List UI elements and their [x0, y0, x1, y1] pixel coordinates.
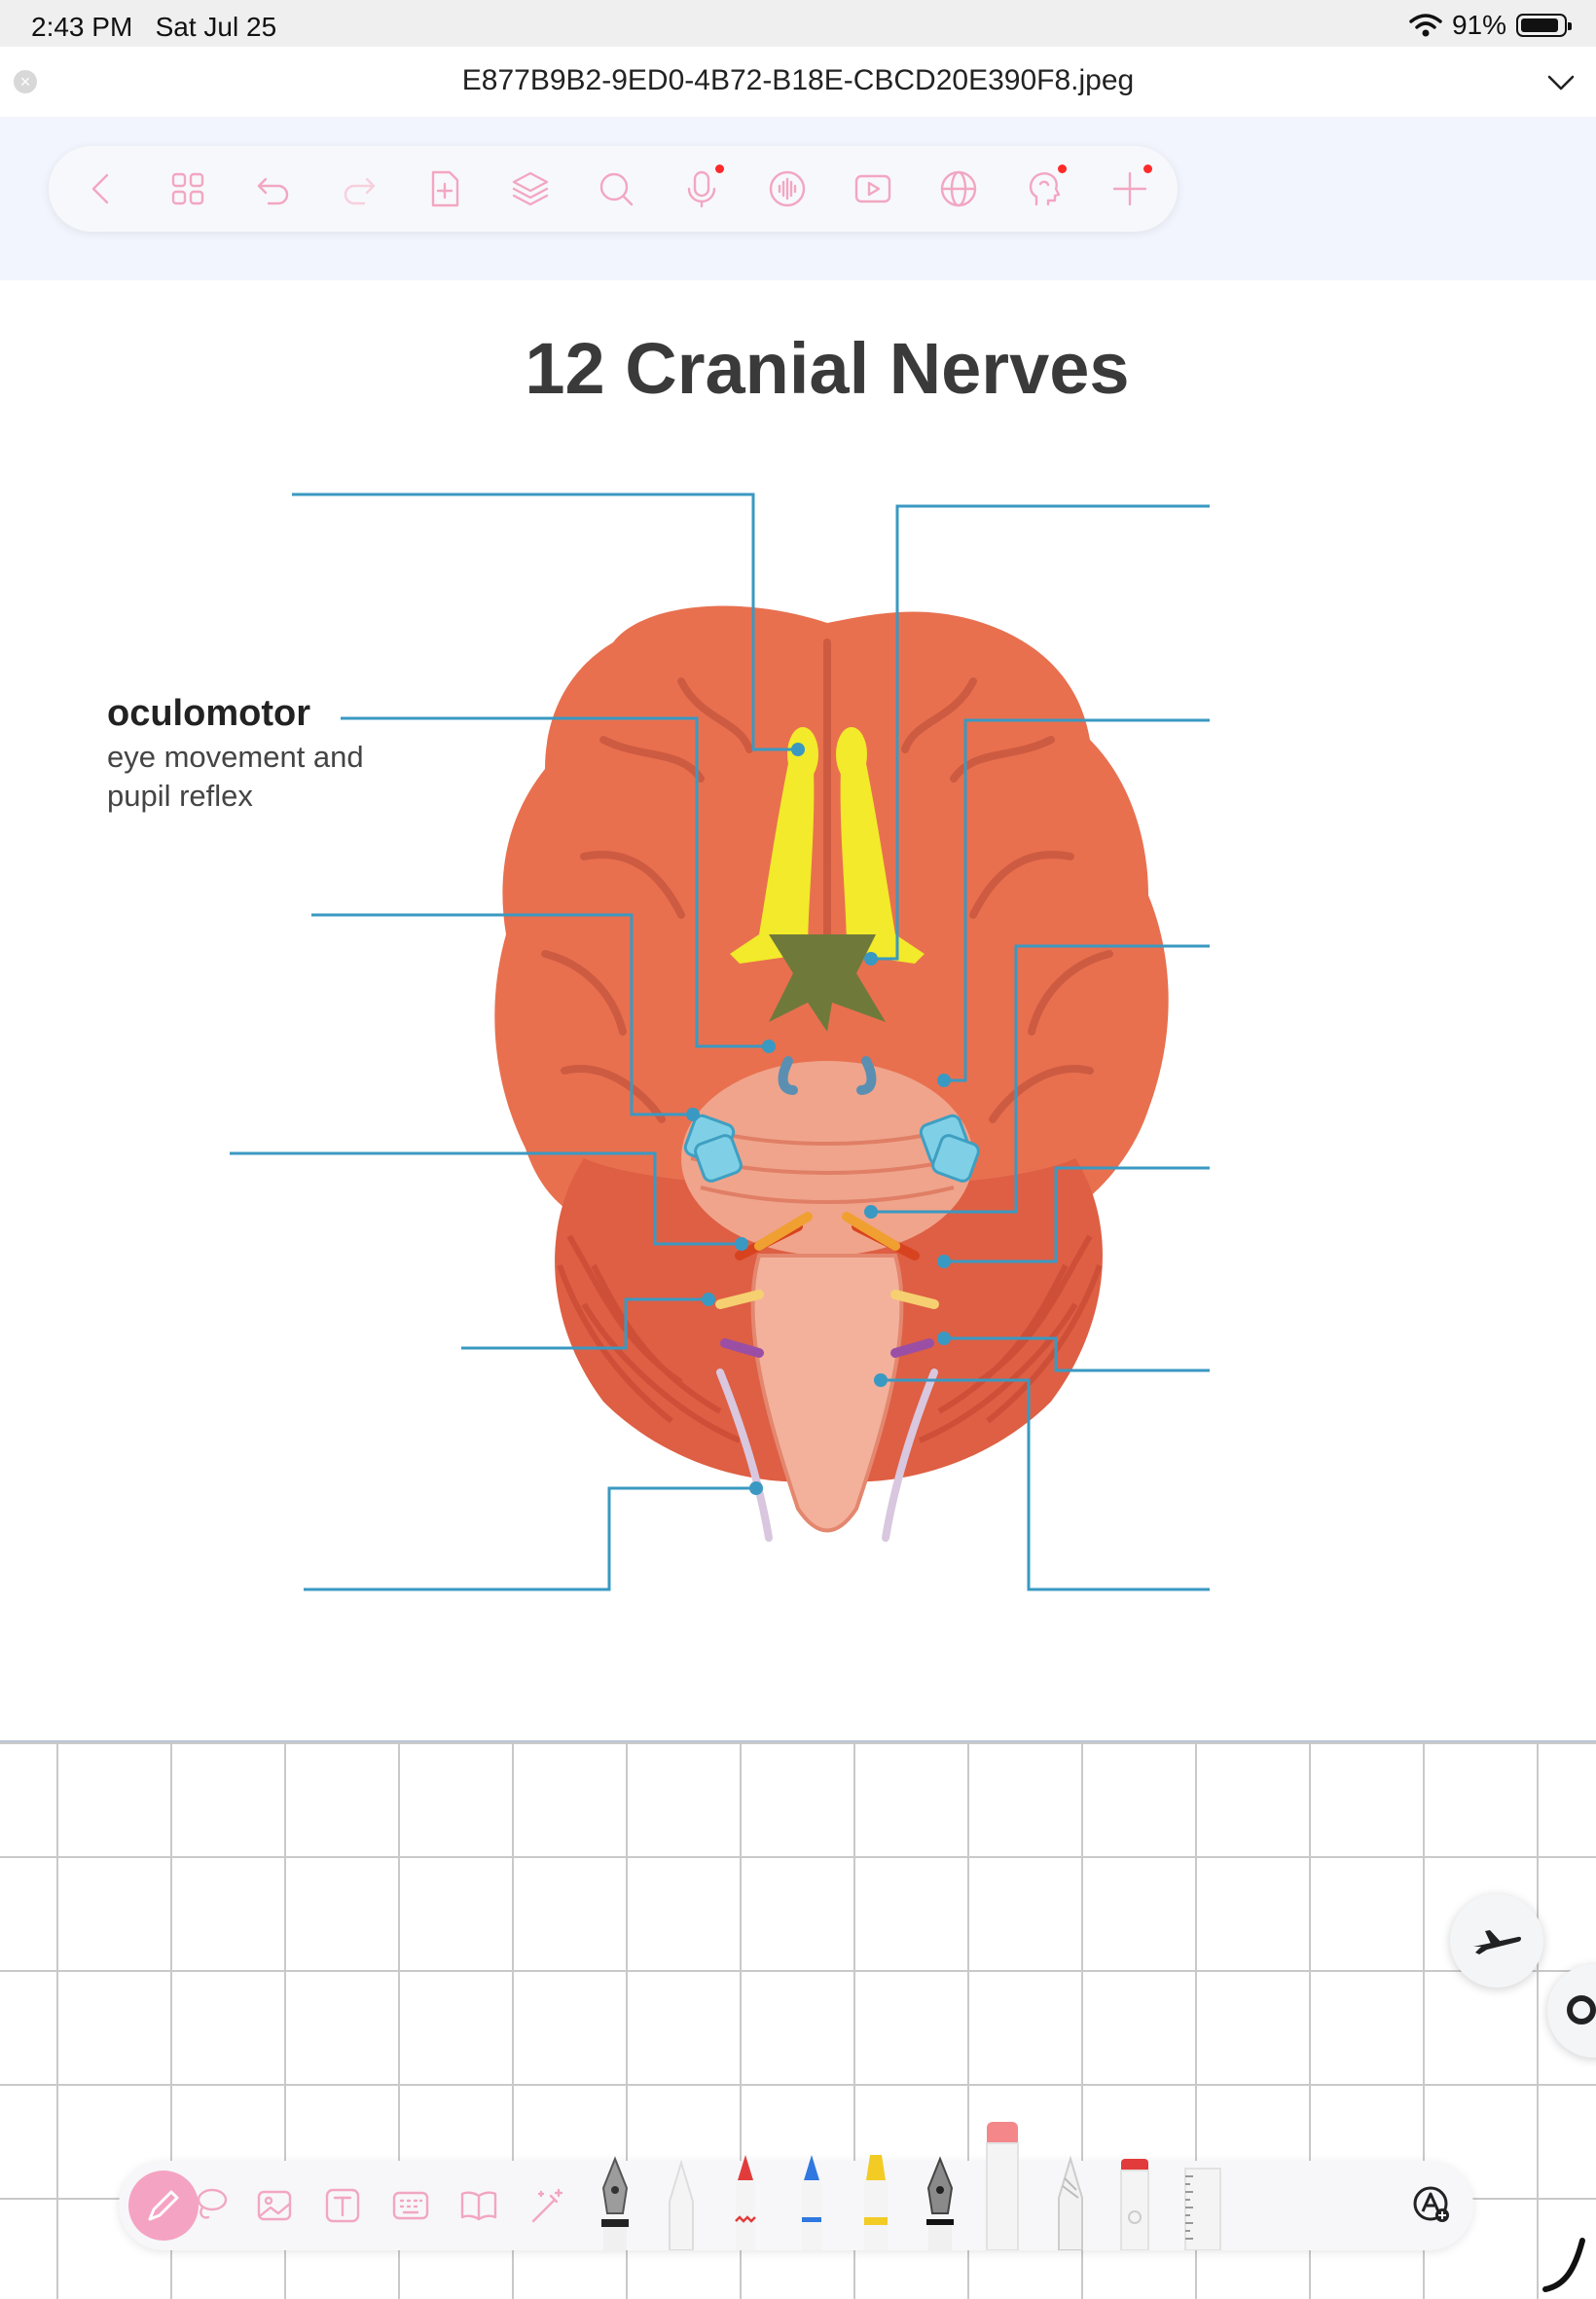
book-icon — [457, 2184, 500, 2227]
pencil-tool[interactable] — [660, 2155, 703, 2250]
redo-button[interactable] — [335, 164, 383, 213]
ruler-tool[interactable] — [1176, 2161, 1226, 2250]
redo-icon — [338, 167, 381, 210]
wifi-icon — [1409, 13, 1442, 38]
lasso-icon — [189, 2184, 232, 2227]
plus-icon — [1108, 167, 1151, 210]
chevron-down-icon[interactable] — [1545, 66, 1577, 97]
chat-icon — [1567, 1995, 1596, 2025]
brain-illustration — [494, 606, 1168, 1538]
battery-level — [1521, 18, 1558, 32]
grid-view-button[interactable] — [163, 164, 212, 213]
keyboard-icon — [389, 2184, 432, 2227]
layers-icon — [509, 167, 552, 210]
video-button[interactable] — [849, 164, 897, 213]
red-pen-tool[interactable] — [724, 2151, 767, 2250]
back-button[interactable] — [78, 164, 127, 213]
add-page-button[interactable] — [420, 164, 469, 213]
yellow-highlighter-tool[interactable] — [854, 2151, 897, 2250]
globe-icon — [937, 167, 980, 210]
nerve-label-oculomotor: oculomotor — [107, 693, 310, 735]
magic-wand-icon — [526, 2184, 568, 2227]
head-icon — [1023, 167, 1066, 210]
text-button[interactable] — [321, 2184, 364, 2227]
image-button[interactable] — [253, 2184, 296, 2227]
audio-wave-icon — [766, 167, 809, 210]
eraser-tool[interactable] — [981, 2120, 1024, 2250]
keyboard-button[interactable] — [389, 2184, 432, 2227]
book-button[interactable] — [457, 2184, 500, 2227]
pen-stroke-icon — [1542, 2237, 1590, 2293]
nerve-description-oculomotor: eye movement and pupil reflex — [107, 738, 418, 816]
grid-icon — [166, 167, 209, 210]
black-pen-tool[interactable] — [919, 2155, 961, 2250]
lasso-button[interactable] — [189, 2184, 232, 2227]
web-button[interactable] — [934, 164, 983, 213]
undo-icon — [252, 167, 295, 210]
play-icon — [852, 167, 894, 210]
status-indicators: 91% — [1409, 10, 1567, 41]
pencil-icon — [142, 2184, 185, 2227]
layers-button[interactable] — [506, 164, 555, 213]
date: Sat Jul 25 — [156, 12, 277, 42]
microphone-icon — [680, 167, 723, 210]
bottom-toolbar — [119, 2161, 1473, 2250]
document-filename: E877B9B2-9ED0-4B72-B18E-CBCD20E390F8.jpe… — [0, 64, 1596, 97]
battery-percent: 91% — [1452, 10, 1506, 41]
title-bar: × E877B9B2-9ED0-4B72-B18E-CBCD20E390F8.j… — [0, 47, 1596, 117]
audio-button[interactable] — [763, 164, 812, 213]
blue-pen-tool[interactable] — [790, 2151, 833, 2250]
add-button[interactable] — [1106, 164, 1154, 213]
microphone-button[interactable] — [677, 164, 726, 213]
fountain-pen-tool[interactable] — [594, 2155, 636, 2250]
undo-button[interactable] — [249, 164, 298, 213]
search-icon — [595, 167, 637, 210]
magic-button[interactable] — [526, 2184, 568, 2227]
pencil-tool-2[interactable] — [1049, 2155, 1092, 2250]
ai-assistant-button[interactable] — [1020, 164, 1069, 213]
shape-tool[interactable] — [1409, 2182, 1456, 2229]
top-toolbar — [49, 146, 1178, 232]
chevron-left-icon — [81, 167, 124, 210]
airplane-button[interactable] — [1450, 1894, 1543, 1988]
status-bar: 2:43 PM Sat Jul 25 91% — [0, 0, 1596, 47]
cranial-nerves-diagram — [0, 292, 1596, 1655]
battery-icon — [1516, 14, 1567, 37]
clock: 2:43 PM — [31, 12, 132, 42]
airplane-icon — [1468, 1912, 1526, 1970]
status-time: 2:43 PM Sat Jul 25 — [31, 12, 276, 43]
add-page-icon — [423, 167, 466, 210]
search-button[interactable] — [592, 164, 640, 213]
red-marker-tool[interactable] — [1113, 2155, 1156, 2250]
image-icon — [253, 2184, 296, 2227]
text-icon — [321, 2184, 364, 2227]
